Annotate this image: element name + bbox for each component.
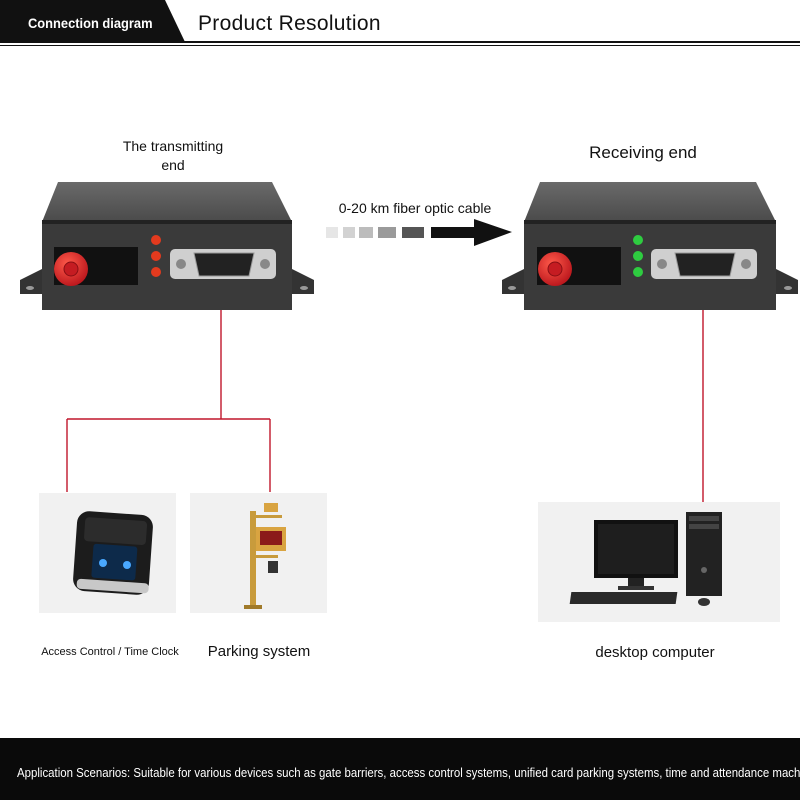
page-title: Product Resolution xyxy=(198,12,381,35)
application-scenarios-text: Application Scenarios: Suitable for vari… xyxy=(17,765,800,780)
access-control-label: Access Control / Time Clock xyxy=(41,646,179,658)
application-scenarios-bar: Application Scenarios: Suitable for vari… xyxy=(0,738,800,800)
parking-system-label: Parking system xyxy=(207,643,311,660)
receiver-label: Receiving end xyxy=(589,143,697,162)
header-divider xyxy=(0,41,800,43)
transmitter-label-line2: end xyxy=(161,157,185,173)
header-divider-thin xyxy=(0,45,800,46)
access-control-photo xyxy=(39,493,176,613)
parking-system-photo xyxy=(190,493,327,613)
transmitter-label: The transmitting end xyxy=(118,137,228,175)
connection-diagram-tag: Connection diagram xyxy=(0,0,185,42)
transmitter-device xyxy=(20,182,314,310)
receiver-device xyxy=(502,182,798,310)
desktop-computer-photo xyxy=(538,502,780,622)
connector-lines xyxy=(66,296,704,502)
tag-label: Connection diagram xyxy=(28,15,153,31)
desktop-computer-label: desktop computer xyxy=(595,644,715,661)
fiber-arrow xyxy=(326,219,512,246)
transmitter-label-line1: The transmitting xyxy=(122,138,224,154)
cable-label: 0-20 km fiber optic cable xyxy=(338,200,492,216)
